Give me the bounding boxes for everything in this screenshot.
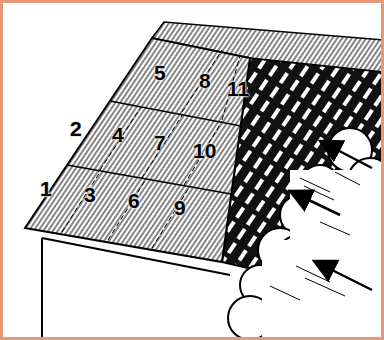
callout-number: 3 xyxy=(84,184,96,205)
callout-number: 2 xyxy=(70,118,82,139)
callout-number: 8 xyxy=(199,70,211,91)
callout-number: 7 xyxy=(154,132,166,153)
callout-number: 1 xyxy=(40,178,52,199)
callout-number: 10 xyxy=(193,140,216,161)
callout-number: 9 xyxy=(174,197,186,218)
callout-number: 5 xyxy=(154,62,166,83)
callout-number: 4 xyxy=(112,124,124,145)
callout-number: 6 xyxy=(128,190,140,211)
callout-number: 11 xyxy=(227,78,249,99)
